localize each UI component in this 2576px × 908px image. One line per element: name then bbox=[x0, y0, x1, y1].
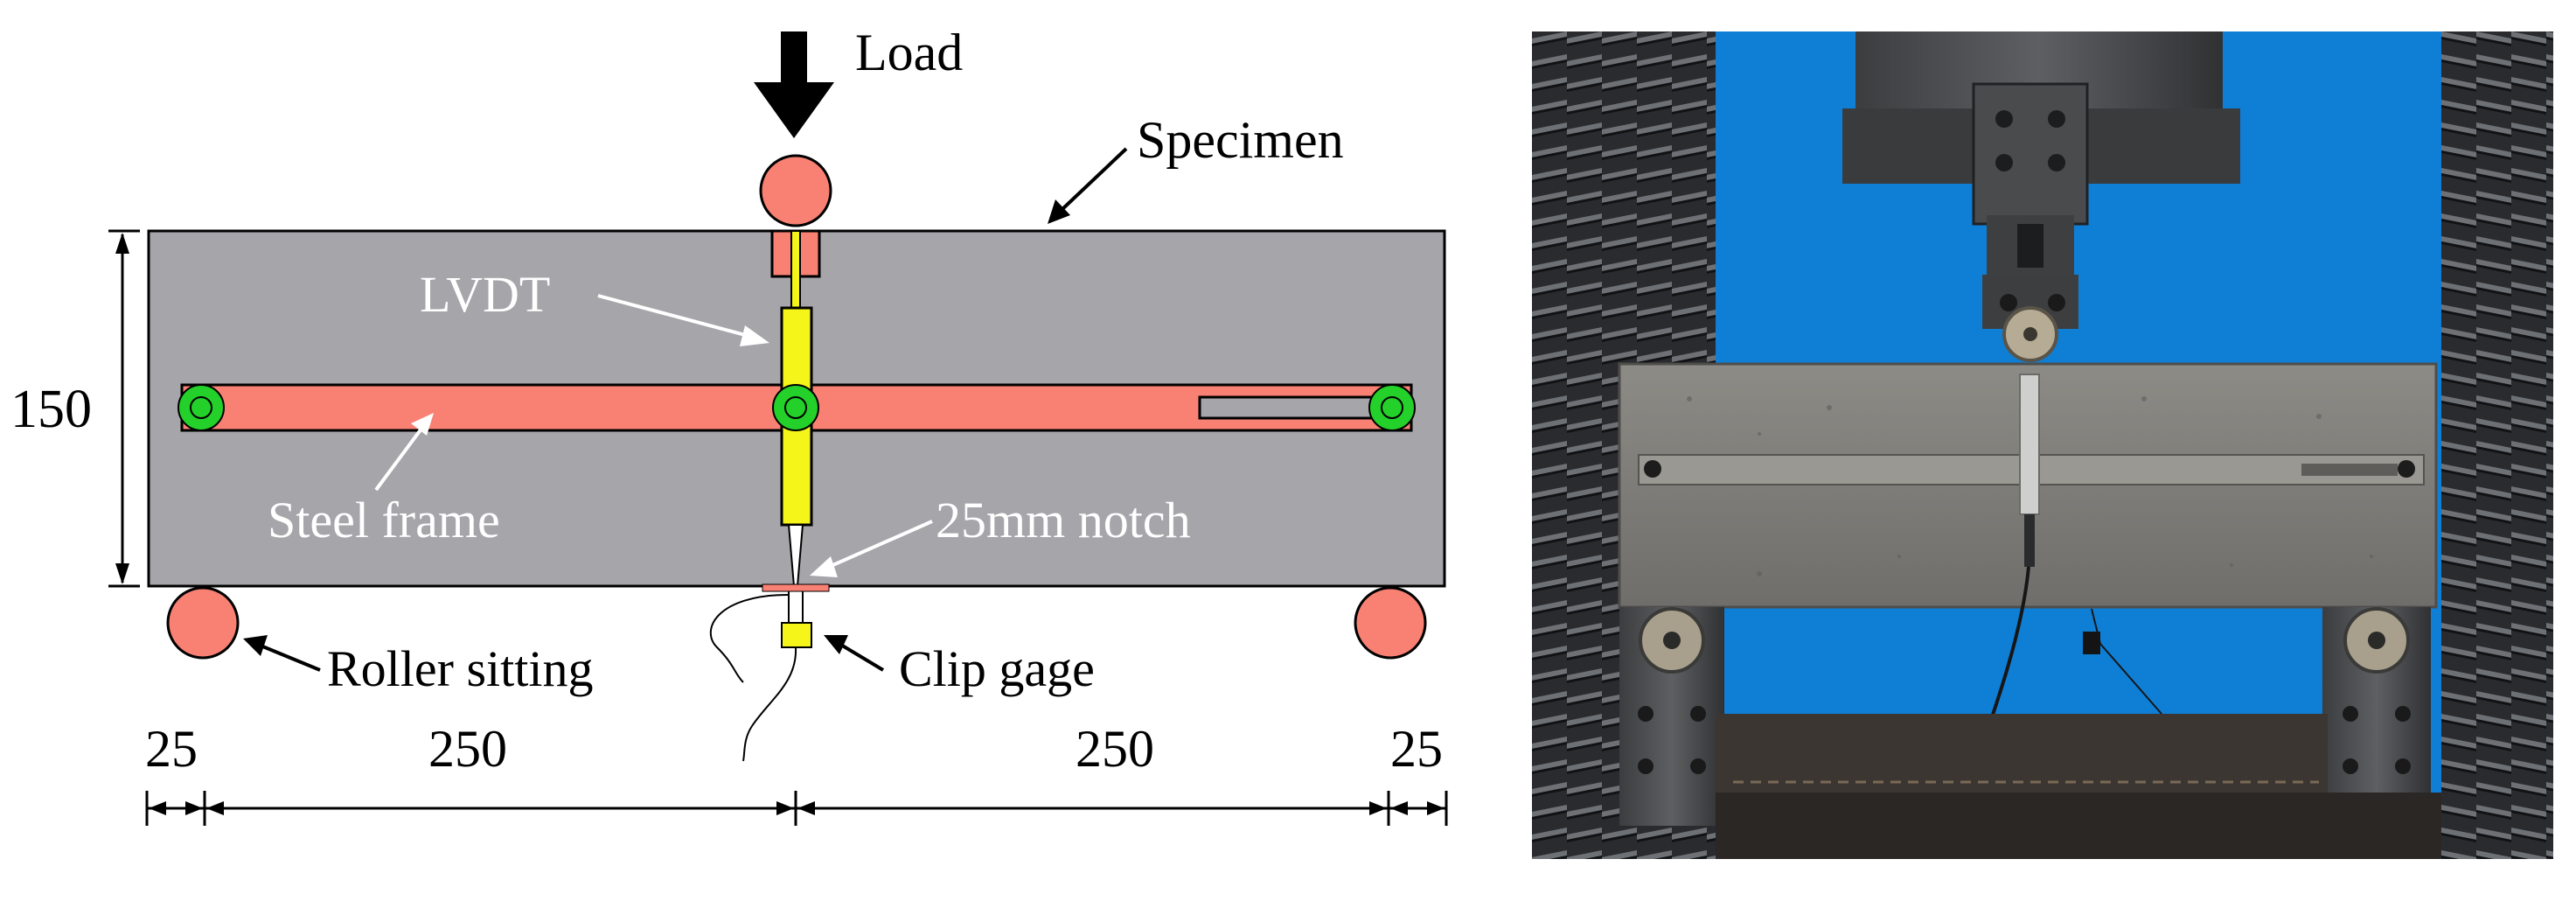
dimension-label-left-span: 250 bbox=[428, 720, 507, 778]
clip-gage bbox=[781, 622, 812, 648]
steel-frame-arrow bbox=[374, 413, 434, 492]
photo-lvdt bbox=[2019, 374, 2040, 515]
load-arrow bbox=[754, 31, 834, 138]
lvdt-rod bbox=[790, 230, 801, 309]
notch-arrow bbox=[810, 520, 933, 577]
roller-right bbox=[1354, 586, 1427, 660]
steel-frame-label: Steel frame bbox=[268, 492, 500, 548]
knife-edge bbox=[762, 583, 830, 592]
bolt-right-icon bbox=[1368, 384, 1416, 431]
height-dimension bbox=[108, 229, 140, 588]
photo-base-plate bbox=[1716, 714, 2328, 793]
frame-slot bbox=[1198, 395, 1385, 420]
three-point-bending-schematic: Load 150 bbox=[10, 24, 1448, 826]
dimension-label-left-end: 25 bbox=[145, 720, 198, 778]
lvdt-label: LVDT bbox=[420, 266, 550, 323]
height-label: 150 bbox=[10, 380, 92, 439]
bolt-left-icon bbox=[178, 384, 225, 431]
dimension-label-right-span: 250 bbox=[1076, 720, 1154, 778]
photo-load-roller bbox=[1982, 275, 2078, 362]
bolt-center-icon bbox=[772, 384, 819, 431]
lvdt-arrow bbox=[597, 294, 769, 346]
photo-support-right bbox=[2322, 607, 2431, 826]
right-louver-panel bbox=[2441, 31, 2553, 859]
load-roller bbox=[759, 154, 832, 227]
span-dimension bbox=[145, 791, 1448, 826]
roller-arrow bbox=[243, 635, 321, 672]
specimen-arrow bbox=[1048, 147, 1128, 224]
roller-left bbox=[166, 586, 240, 660]
clip-gage-arrow bbox=[824, 635, 885, 672]
clip-gage-label: Clip gage bbox=[899, 640, 1095, 697]
notch-label: 25mm notch bbox=[936, 492, 1191, 548]
photo-support-left bbox=[1619, 607, 1724, 826]
test-setup-photo bbox=[1532, 31, 2553, 859]
roller-label: Roller sitting bbox=[327, 640, 594, 697]
dimension-label-right-end: 25 bbox=[1390, 720, 1443, 778]
load-label: Load bbox=[855, 24, 963, 81]
machine-head bbox=[1842, 31, 2240, 276]
specimen-label: Specimen bbox=[1137, 111, 1344, 169]
